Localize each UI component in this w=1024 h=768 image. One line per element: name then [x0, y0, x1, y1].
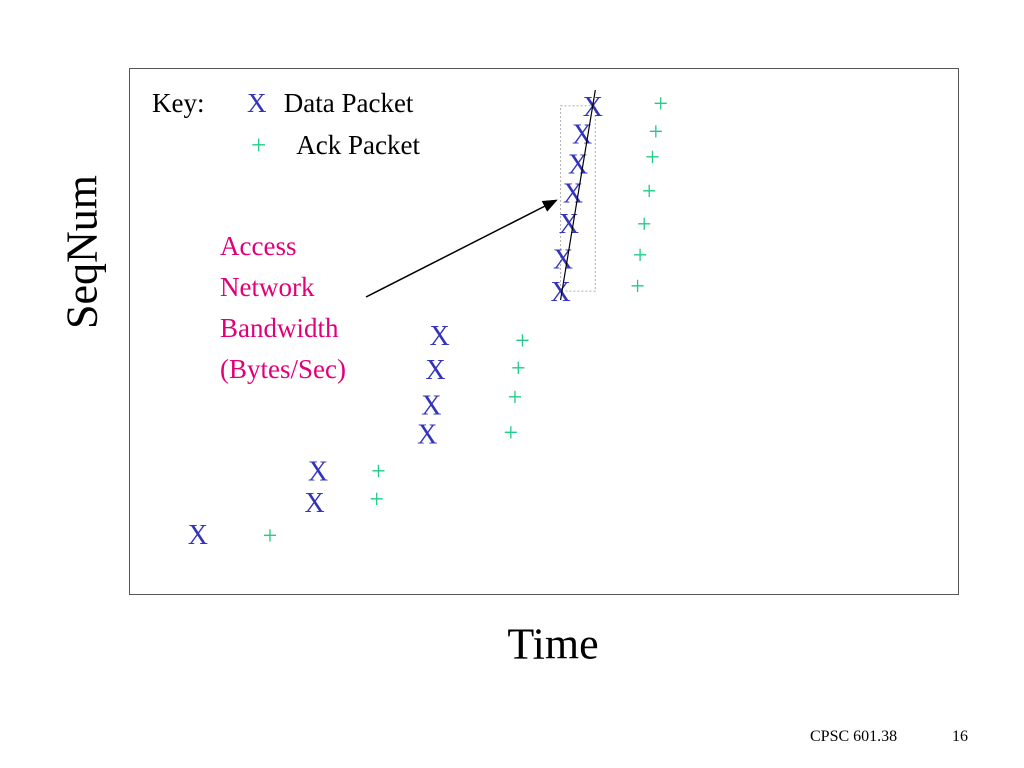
data-packet-point: X: [305, 488, 325, 519]
footer-course: CPSC 601.38: [810, 728, 898, 745]
ack-packet-point: +: [645, 143, 660, 172]
ack-packet-point: +: [642, 176, 657, 205]
data-packet-point: X: [188, 520, 208, 551]
ack-packet-point: +: [637, 209, 652, 238]
data-packet-point: X: [550, 277, 570, 308]
reference-box: [560, 105, 596, 292]
annotation-line: Bandwidth: [220, 313, 339, 343]
ack-packet-point: +: [511, 354, 526, 383]
data-packet-point: X: [559, 209, 579, 240]
ack-packet-point: +: [653, 89, 668, 118]
annotation-layer: [365, 89, 596, 301]
ack-packet-point: +: [633, 240, 648, 269]
ack-packet-point: +: [630, 271, 645, 300]
ack-packet-point: +: [648, 117, 663, 146]
data-packet-point: X: [421, 390, 441, 421]
ack-packet-point: +: [369, 484, 384, 513]
annotation-arrow: [365, 199, 558, 298]
legend-entry-ack: + Ack Packet: [247, 130, 420, 161]
legend-title: Key:: [152, 88, 205, 118]
annotation-line: Access: [220, 231, 297, 261]
data-packet-point: X: [417, 419, 437, 450]
legend-label-ack: Ack Packet: [296, 130, 420, 160]
legend-label-data: Data Packet: [283, 88, 414, 118]
x-axis-label: Time: [507, 619, 599, 669]
plot-area: [129, 68, 959, 595]
legend-entry-data: X Data Packet: [247, 88, 413, 119]
ack-packet-point: +: [504, 418, 519, 447]
plus-marker-icon: +: [251, 130, 267, 160]
data-packet-point: X: [568, 150, 588, 181]
data-packet-point: X: [430, 321, 450, 352]
ack-packet-point: +: [515, 326, 530, 355]
y-axis-label: SeqNum: [57, 175, 107, 329]
data-packet-point: X: [308, 457, 328, 488]
ack-packet-point: +: [263, 521, 278, 550]
ack-packet-point: +: [371, 457, 386, 486]
annotation-line: (Bytes/Sec): [220, 354, 346, 384]
ack-packet-point: +: [508, 383, 523, 412]
data-packet-point: X: [425, 355, 445, 386]
annotation-line: Network: [220, 272, 315, 302]
x-marker-icon: X: [247, 88, 267, 118]
reference-layer: [560, 105, 596, 292]
bandwidth-slope-line: [559, 89, 596, 301]
footer-page-number: 16: [952, 728, 968, 745]
ack-packet-series: ++++++++++++++: [263, 89, 668, 550]
bandwidth-annotation: Access Network Bandwidth (Bytes/Sec): [220, 226, 346, 390]
data-packet-point: X: [553, 245, 573, 276]
data-packet-series: XXXXXXXXXXXXXX: [188, 92, 603, 551]
data-packet-point: X: [563, 178, 583, 209]
